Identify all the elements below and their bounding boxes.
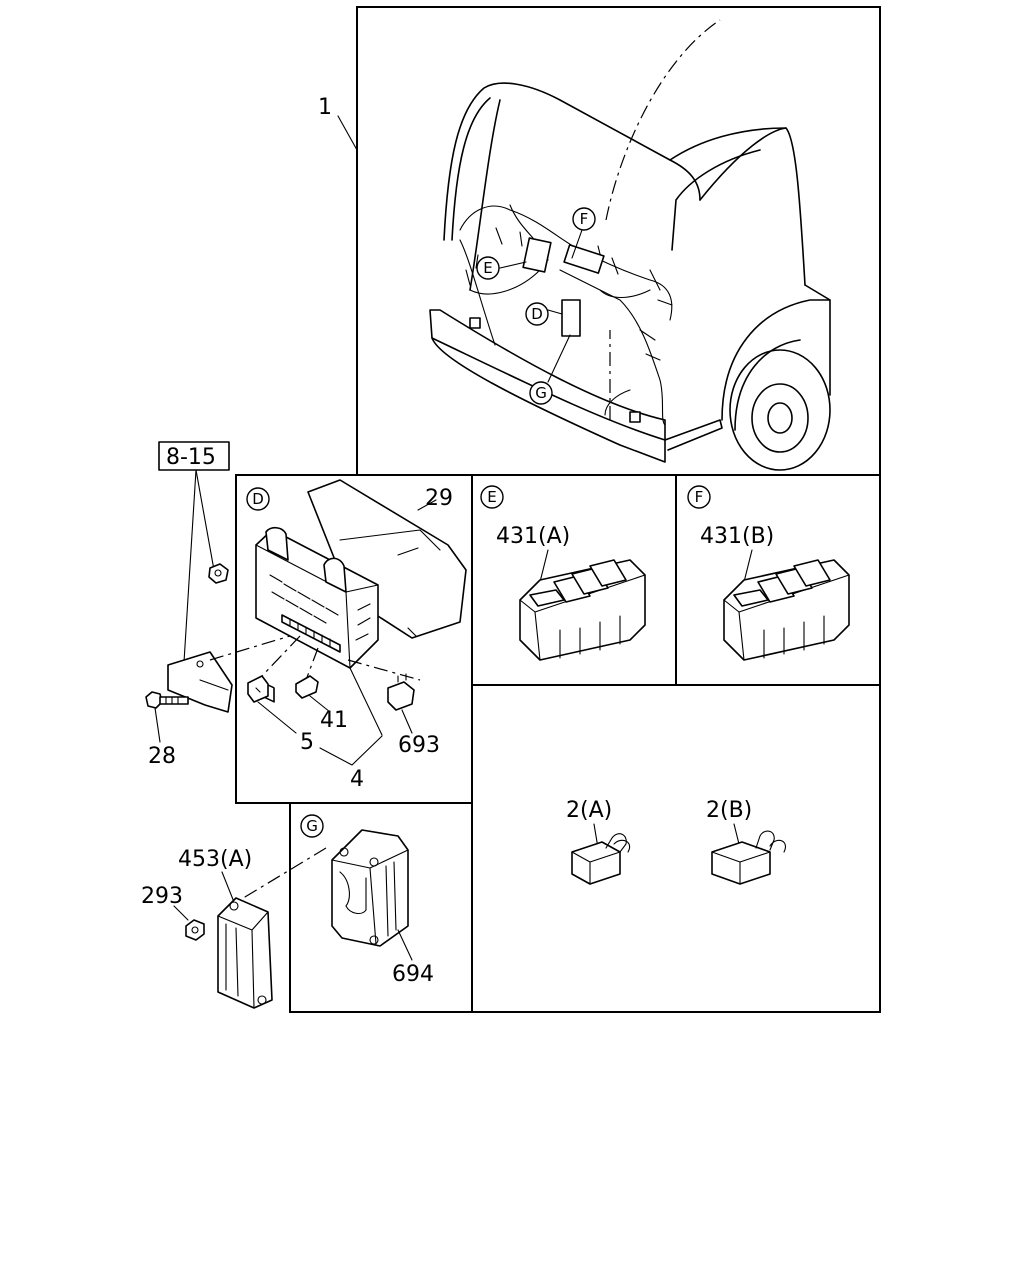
callout-431a: 431(A) (496, 524, 570, 549)
fuse-41 (295, 675, 319, 699)
marker-g-main: G (529, 381, 553, 405)
harness-connector-f (563, 244, 605, 274)
control-unit-694 (331, 829, 409, 947)
reference-box-8-15 (158, 441, 230, 471)
marker-g-main-text: G (535, 384, 547, 402)
marker-e-detail: E (480, 485, 504, 509)
marker-f-detail-text: F (695, 488, 704, 506)
connector-431a (519, 559, 646, 661)
callout-29: 29 (425, 486, 453, 511)
callout-1: 1 (318, 95, 332, 120)
marker-d-detail-text: D (252, 490, 264, 508)
marker-e-detail-text: E (487, 488, 496, 506)
relay-693 (387, 681, 415, 711)
cab-drawing (337, 19, 831, 471)
harness-clip (629, 411, 641, 423)
marker-g-detail-text: G (306, 817, 318, 835)
harness-clip (469, 317, 481, 329)
fuse-puller-5 (247, 675, 269, 703)
harness-fuse-box-d (561, 299, 581, 337)
marker-d-main: D (525, 302, 549, 326)
marker-e-main: E (476, 256, 500, 280)
marker-d-main-text: D (531, 305, 543, 323)
relay-2a (571, 833, 631, 885)
bolt-28 (145, 691, 189, 709)
callout-694: 694 (392, 962, 434, 987)
detail-relays-frame (471, 684, 881, 1013)
marker-f-detail: F (687, 485, 711, 509)
callout-2a: 2(A) (566, 798, 612, 823)
callout-41: 41 (320, 708, 348, 733)
callout-693: 693 (398, 733, 440, 758)
marker-f-main-text: F (580, 210, 589, 228)
detail-g-frame (289, 802, 473, 1013)
bracket-nut (208, 563, 229, 584)
harness-connector-e (522, 237, 552, 273)
marker-g-detail: G (300, 814, 324, 838)
callout-2b: 2(B) (706, 798, 752, 823)
marker-e-main-text: E (483, 259, 492, 277)
callout-28: 28 (148, 744, 176, 769)
callout-5: 5 (300, 730, 314, 755)
marker-f-main: F (572, 207, 596, 231)
callout-4: 4 (350, 767, 364, 792)
marker-d-detail: D (246, 487, 270, 511)
callout-431b: 431(B) (700, 524, 774, 549)
connector-431b (723, 559, 850, 661)
callout-453a: 453(A) (178, 847, 252, 872)
callout-293: 293 (141, 884, 183, 909)
frames (235, 6, 881, 1013)
callout-8-15: 8-15 (166, 445, 216, 470)
relay-2b (711, 830, 786, 885)
nut-293 (185, 919, 205, 941)
control-unit-453a (217, 897, 273, 1009)
